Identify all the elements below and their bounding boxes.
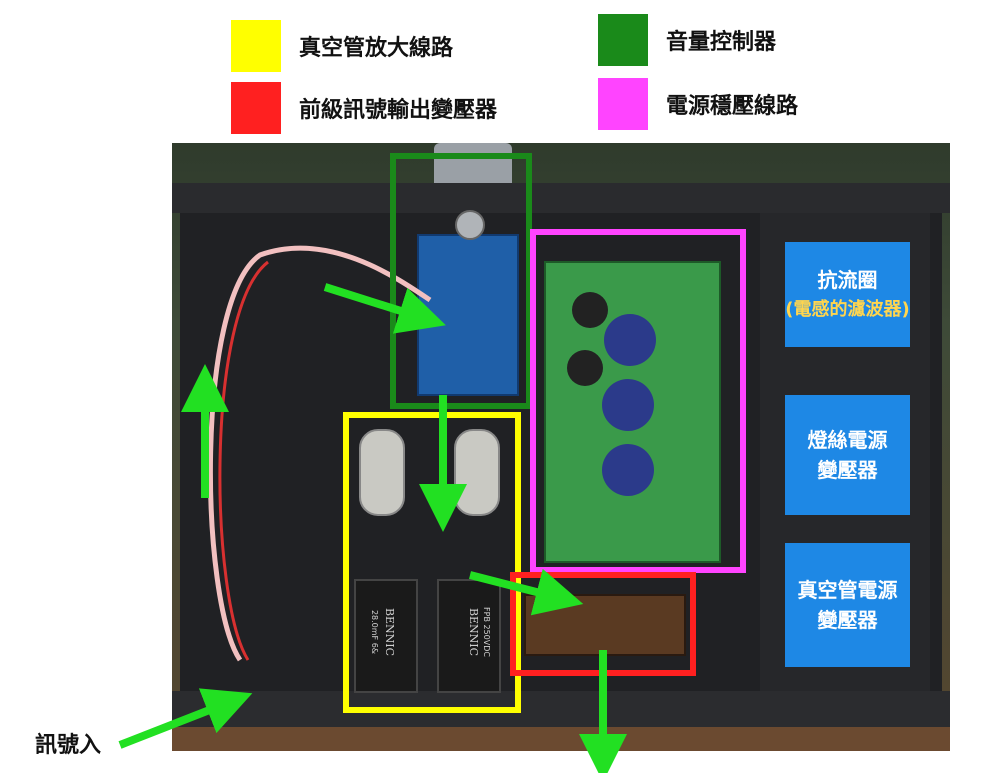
regulator-cap-1 xyxy=(572,292,608,328)
legend-label-volume: 音量控制器 xyxy=(666,30,777,55)
regulator-cap-4 xyxy=(602,379,654,431)
choke-title: 抗流圈 xyxy=(817,267,878,292)
legend-swatch-magenta xyxy=(598,78,648,130)
choke-label: 抗流圈 (電感的濾波器) xyxy=(785,242,910,347)
volume-pot xyxy=(455,210,485,240)
regulator-cap-3 xyxy=(567,350,603,386)
filter-cap-left-spec: 28.0mF 6& xyxy=(370,610,379,654)
volume-pcb xyxy=(417,234,519,396)
arrow-to-volume xyxy=(323,283,446,334)
filter-cap-right xyxy=(437,579,501,693)
legend-label-output-transformer: 前級訊號輸出變壓器 xyxy=(299,98,498,123)
chassis-top-rail xyxy=(172,183,950,213)
regulator-cap-2 xyxy=(604,314,656,366)
legend-label-regulator: 電源穩壓線路 xyxy=(666,94,799,119)
legend-volume: 音量控制器 xyxy=(598,14,776,66)
wire-left-loop-red xyxy=(218,260,269,661)
legend-swatch-yellow xyxy=(231,20,281,72)
heater-transformer-line1: 燈絲電源 xyxy=(807,428,888,452)
choke-subtitle: (電感的濾波器) xyxy=(785,298,910,320)
heater-transformer-label: 燈絲電源 變壓器 xyxy=(785,395,910,515)
legend-regulator: 電源穩壓線路 xyxy=(598,78,798,130)
tube-amp-highlight-box xyxy=(343,412,521,713)
output-transformer-core xyxy=(524,594,686,656)
tube-psu-transformer-line1: 真空管電源 xyxy=(797,578,898,602)
tube-psu-transformer-line2: 變壓器 xyxy=(817,608,878,632)
legend-label-tube-amp: 真空管放大線路 xyxy=(299,36,454,61)
filter-cap-right-spec: FPB 250VDC xyxy=(482,607,491,657)
heater-transformer-line2: 變壓器 xyxy=(817,458,878,482)
legend-swatch-green xyxy=(598,14,648,66)
legend-swatch-red xyxy=(231,82,281,134)
signal-in-label: 訊號入 xyxy=(35,733,102,758)
filter-cap-right-brand: BENNIC xyxy=(467,608,480,656)
legend-tube-amp: 真空管放大線路 xyxy=(231,20,453,72)
volume-highlight-box xyxy=(390,153,532,409)
tube-psu-transformer-label: 真空管電源 變壓器 xyxy=(785,543,910,667)
tube-left xyxy=(359,429,405,516)
filter-cap-left xyxy=(354,579,418,693)
legend-output-transformer: 前級訊號輸出變壓器 xyxy=(231,82,497,134)
wood-floor xyxy=(172,727,950,751)
volume-knob xyxy=(434,143,512,183)
chassis-bottom-rail xyxy=(172,691,950,727)
wire-left-loop xyxy=(207,245,432,662)
tube-right xyxy=(454,429,500,516)
filter-cap-left-brand: BENNIC xyxy=(383,608,396,656)
regulator-cap-5 xyxy=(602,444,654,496)
regulator-highlight-box xyxy=(530,229,746,573)
arrow-to-transformer xyxy=(469,568,584,616)
arrow-signal-in xyxy=(118,688,253,749)
